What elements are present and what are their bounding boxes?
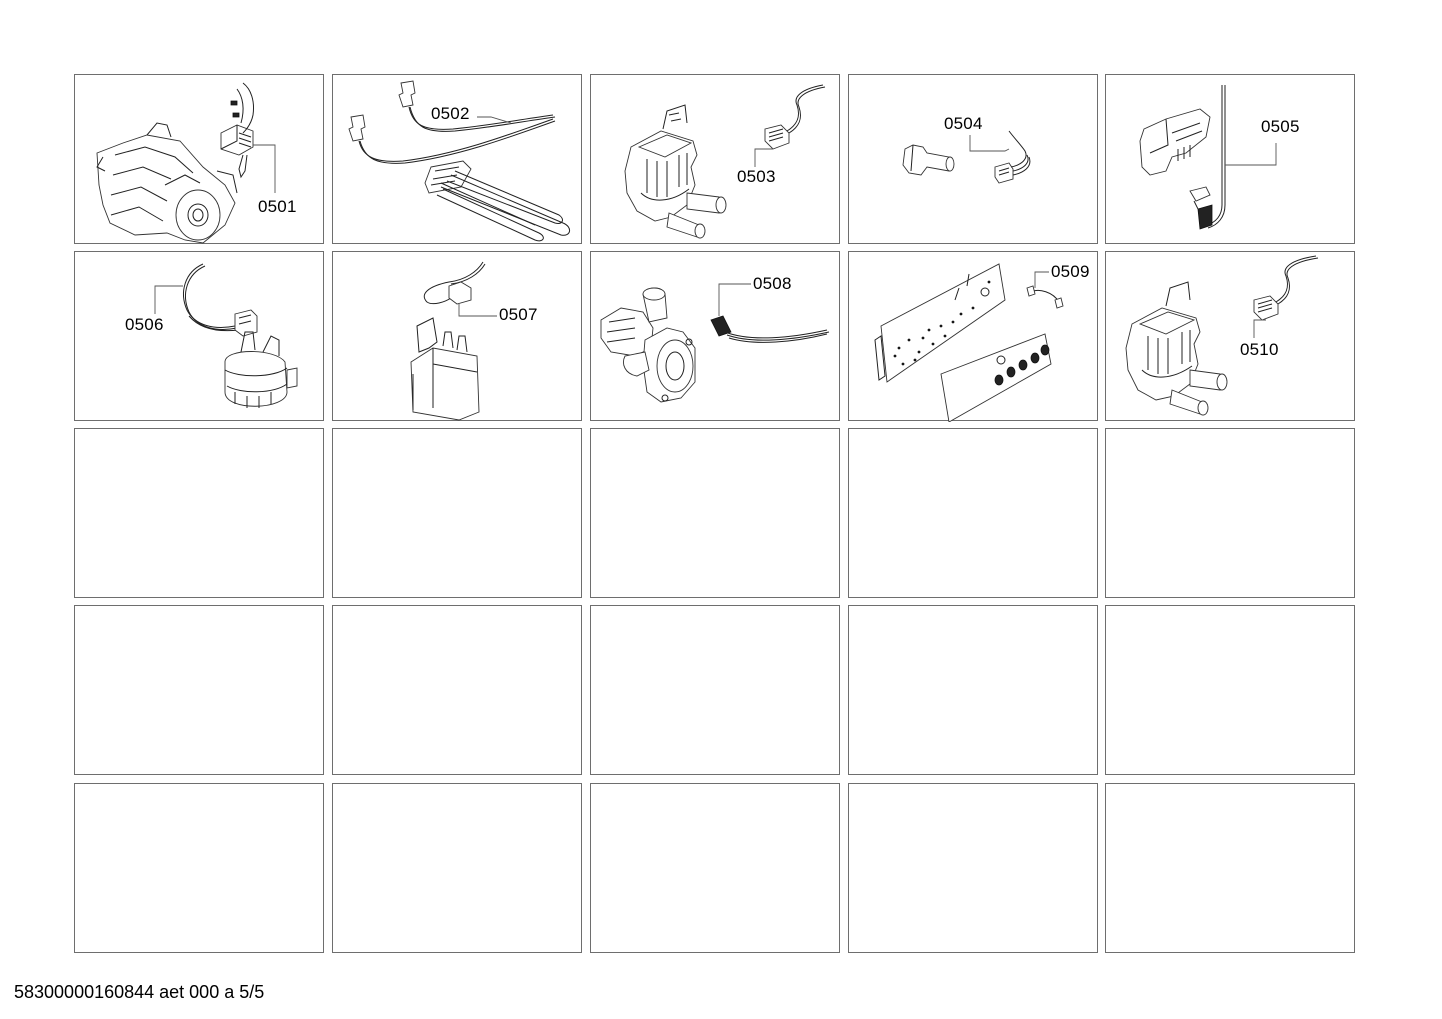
empty-part-cell: [590, 783, 840, 953]
part-cell-0503[interactable]: 0503: [590, 74, 840, 244]
part-cell-0506[interactable]: 0506: [74, 251, 324, 421]
empty-part-cell: [848, 428, 1098, 598]
pressure-switch-illustration: [154, 263, 298, 408]
part-cell-0501[interactable]: 0501: [74, 74, 324, 244]
part-cell-0502[interactable]: 0502: [332, 74, 582, 244]
part-number-label: 0502: [431, 104, 470, 123]
part-cell-0508[interactable]: 0508: [590, 251, 840, 421]
part-number-label: 0503: [737, 167, 776, 186]
part-number-label: 0509: [1051, 262, 1090, 281]
empty-part-cell: [74, 428, 324, 598]
part-number-label: 0510: [1240, 340, 1279, 359]
part-cell-0509[interactable]: 0509: [848, 251, 1098, 422]
interference-filter-illustration: [410, 261, 497, 421]
part-number-label: 0507: [499, 305, 538, 324]
part-number-label: 0504: [944, 114, 983, 133]
part-cell-0510[interactable]: 0510: [1105, 251, 1355, 421]
part-cell-0507[interactable]: 0507: [332, 251, 582, 421]
empty-part-cell: [848, 605, 1098, 775]
empty-part-cell: [848, 783, 1098, 953]
heating-element-illustration: [348, 80, 570, 242]
door-lock-illustration: [1139, 85, 1277, 230]
empty-part-cell: [74, 783, 324, 953]
empty-part-cell: [332, 783, 582, 953]
empty-part-cell: [1105, 783, 1355, 953]
empty-part-cell: [590, 605, 840, 775]
control-modules-illustration: [874, 263, 1064, 422]
empty-part-cell: [74, 605, 324, 775]
part-cell-0504[interactable]: 0504: [848, 74, 1098, 244]
empty-part-cell: [332, 428, 582, 598]
empty-part-cell: [590, 428, 840, 598]
drain-pump-illustration: [600, 283, 830, 403]
motor-illustration: [96, 82, 276, 244]
empty-part-cell: [1105, 605, 1355, 775]
ntc-sensor-illustration: [902, 130, 1031, 184]
part-cell-0505[interactable]: 0505: [1105, 74, 1355, 244]
empty-part-cell: [1105, 428, 1355, 598]
document-id-footer: 58300000160844 aet 000 a 5/5: [14, 982, 265, 1002]
part-number-label: 0501: [258, 197, 297, 216]
empty-part-cell: [332, 605, 582, 775]
inlet-valve-illustration: [1125, 255, 1319, 416]
part-number-label: 0505: [1261, 117, 1300, 136]
part-number-label: 0508: [753, 274, 792, 293]
part-number-label: 0506: [125, 315, 164, 334]
inlet-valve-illustration: [624, 84, 826, 239]
